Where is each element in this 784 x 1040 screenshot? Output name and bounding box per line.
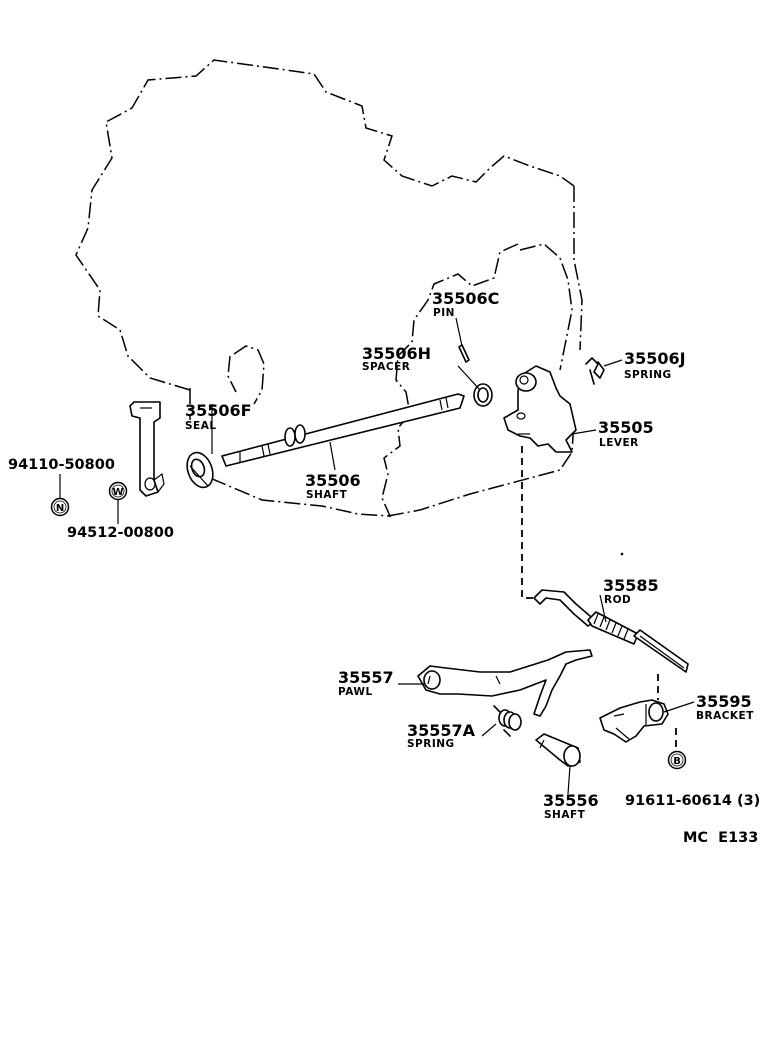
transmission-case-outline [75,59,583,517]
part-name-lever: LEVER [599,437,639,449]
label-35506F: 35506F SEAL [185,401,252,432]
part-number-35506F: 35506F [185,401,252,420]
pawl-35557 [417,649,593,717]
part-number-94512-00800: 94512-00800 [67,525,174,541]
shaft-35506 [221,393,465,467]
part-name-pin: PIN [433,307,455,319]
part-number-35557A: 35557A [407,721,476,740]
part-number-94110-50800: 94110-50800 [8,457,115,473]
part-name-spring-j: SPRING [624,369,672,381]
spacer-35506H [473,383,493,407]
part-name-spring-a: SPRING [407,738,455,750]
part-name-shaft: SHAFT [306,489,348,501]
symbol-N: N [50,497,70,517]
label-35506H: 35506H SPACER [362,344,431,373]
part-number-35506: 35506 [305,471,361,490]
part-number-91611-60614: 91611-60614 (3) [625,793,760,809]
part-number-35595: 35595 [696,692,752,711]
diagram-code: MC E133 [683,830,758,846]
label-35506C: 35506C PIN [432,289,499,319]
stray-dot [620,552,624,556]
assembly-dashed-lines [521,446,677,750]
lever-35505 [503,365,577,453]
bracket-35595 [599,699,669,743]
part-name-rod: ROD [604,594,631,606]
label-35585: 35585 ROD [603,576,659,606]
label-35557: 35557 PAWL [338,668,394,698]
symbol-b-letter: B [673,756,681,767]
label-35556: 35556 SHAFT [543,791,599,821]
part-name-pawl: PAWL [338,686,373,698]
part-name-seal: SEAL [185,420,217,432]
label-35595: 35595 BRACKET [696,692,754,722]
manual-lever-left [129,401,165,497]
part-name-shaft-2: SHAFT [544,809,586,821]
label-35506: 35506 SHAFT [305,471,361,501]
part-number-35506J: 35506J [624,349,686,368]
symbol-n-letter: N [56,503,64,514]
shaft-35556 [535,733,581,767]
part-number-35505: 35505 [598,418,654,437]
spring-35506J [585,357,605,385]
symbol-w-letter: W [112,487,123,498]
part-number-35506C: 35506C [432,289,499,308]
part-number-35557: 35557 [338,668,394,687]
part-name-spacer: SPACER [362,361,410,373]
rod-35585 [533,589,689,673]
label-35506J: 35506J SPRING [624,349,686,381]
leader-lines [59,317,695,795]
part-number-35506H: 35506H [362,344,431,363]
label-35505: 35505 LEVER [598,418,654,449]
part-name-bracket: BRACKET [696,710,754,722]
spring-35557A [493,705,522,737]
seal-35506F [186,451,214,489]
symbol-B: B [667,750,687,770]
part-number-35556: 35556 [543,791,599,810]
label-35557A: 35557A SPRING [407,721,476,750]
part-number-35585: 35585 [603,576,659,595]
symbol-W: W [108,481,128,501]
pin-35506C [458,344,470,363]
